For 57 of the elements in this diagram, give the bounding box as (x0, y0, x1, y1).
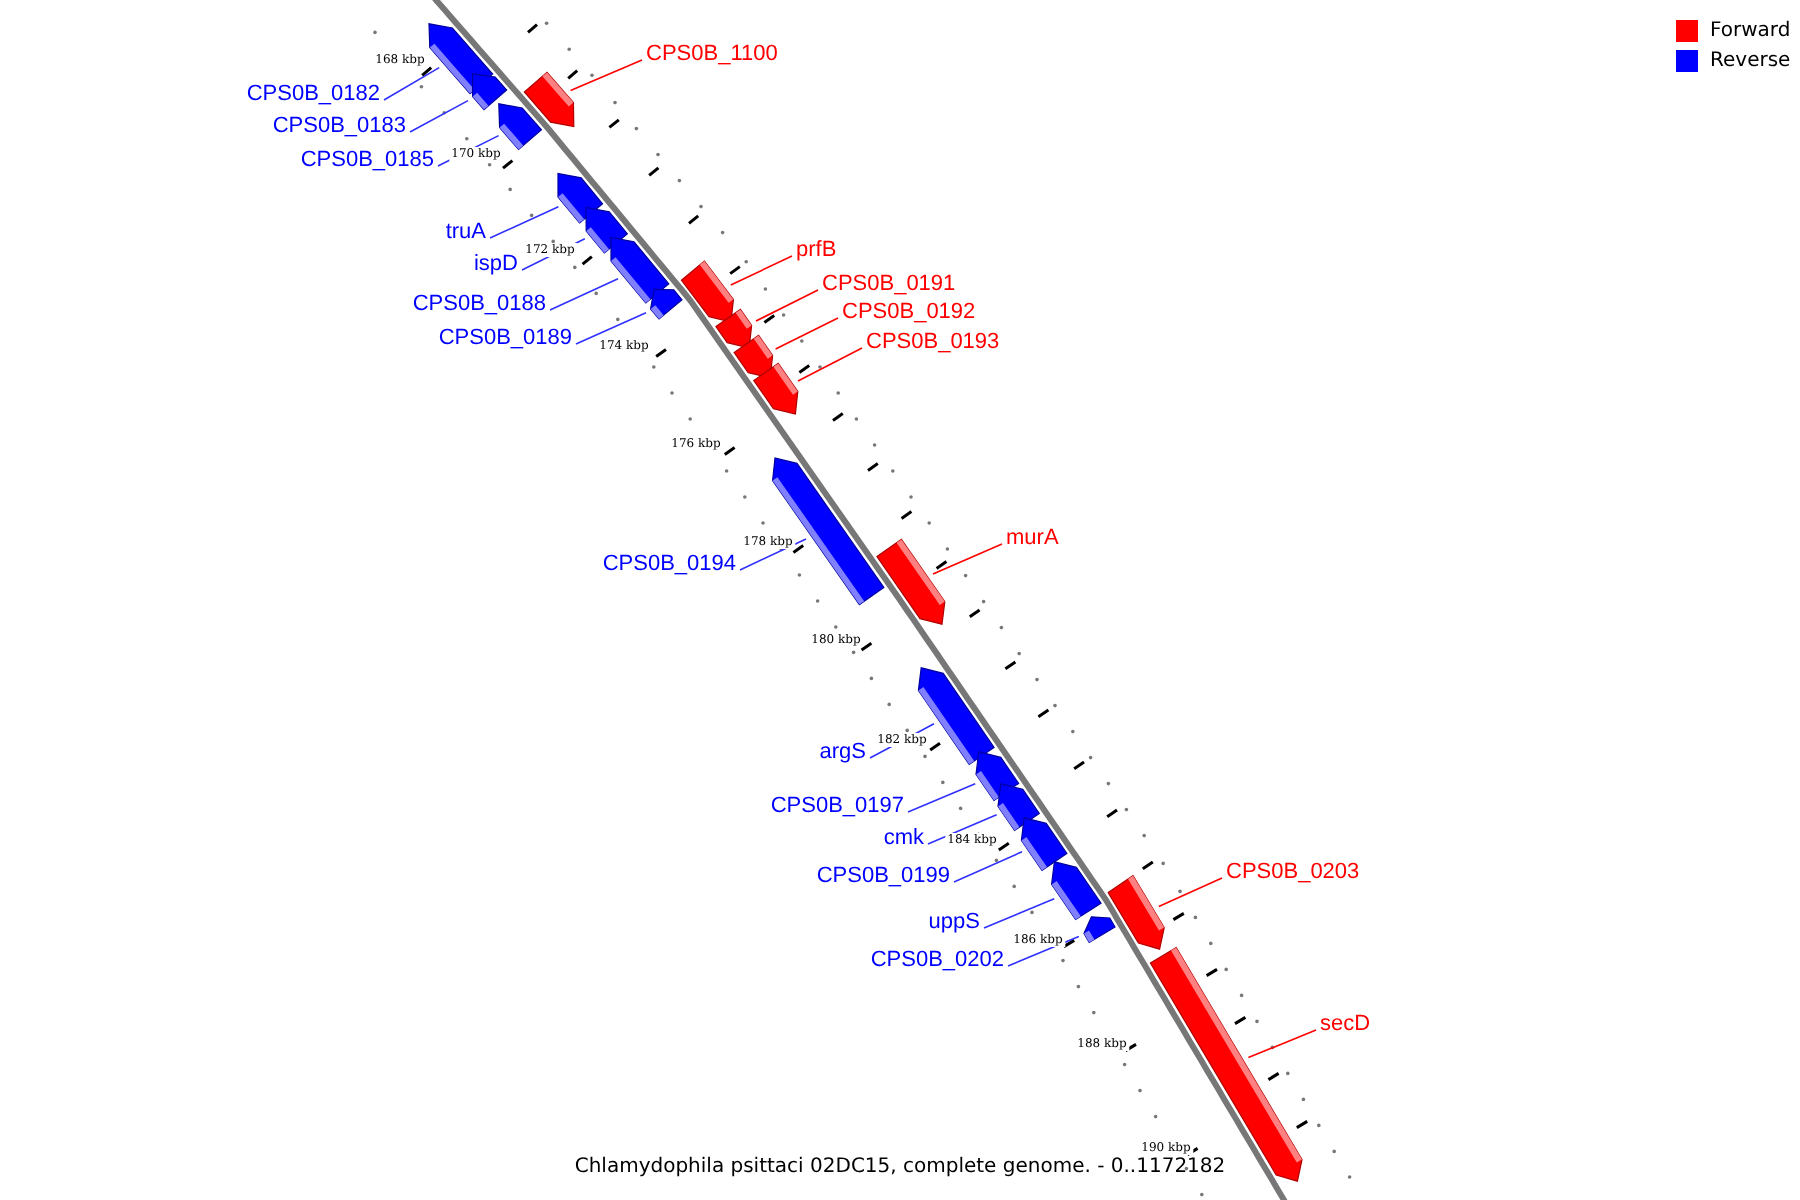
gene-feature (1107, 874, 1165, 950)
gene-label: CPS0B_0185 (300, 148, 434, 174)
leader-line (489, 206, 560, 239)
gene-feature (1020, 817, 1068, 872)
gene-label: CPS0B_0199 (816, 864, 950, 890)
gene-label: argS (819, 740, 866, 766)
leader-line (797, 347, 863, 382)
gene-feature (498, 103, 543, 151)
gene-feature (752, 362, 799, 415)
gene-label: CPS0B_0189 (438, 326, 572, 352)
leader-line (927, 814, 998, 845)
gene-feature (523, 71, 575, 128)
legend-text: Reverse (1710, 50, 1791, 74)
gene-feature (715, 308, 753, 349)
gene-label: CPS0B_0203 (1226, 860, 1360, 886)
gene-label: CPS0B_0191 (822, 272, 956, 298)
gene-label: CPS0B_0192 (842, 300, 976, 326)
legend-text: Forward (1710, 20, 1791, 44)
gene-feature (771, 457, 885, 606)
gene-label: CPS0B_0193 (866, 330, 1000, 356)
gene-label: CPS0B_0202 (870, 948, 1004, 974)
caption: Chlamydophila psittaci 02DC15, complete genome. - 0..1172182 (574, 1156, 1226, 1180)
gene-feature (1050, 861, 1102, 921)
gene-label: prfB (796, 238, 837, 264)
gene-feature (1083, 916, 1116, 944)
leader-line (932, 543, 1003, 575)
leader-line (383, 66, 440, 101)
gene-label: CPS0B_0183 (272, 114, 406, 140)
gene-feature (649, 288, 683, 320)
gene-label: CPS0B_0194 (602, 552, 736, 578)
leader-line (569, 59, 643, 92)
leader-line (983, 898, 1055, 929)
leader-line (730, 255, 793, 286)
leader-line (774, 317, 839, 350)
gene-feature (876, 538, 946, 625)
gene-label: truA (445, 220, 486, 246)
gene-feature (472, 73, 508, 111)
gene-label: murA (1006, 526, 1059, 552)
leader-line (575, 312, 647, 345)
leader-line (549, 278, 619, 311)
gene-label: secD (1320, 1012, 1371, 1038)
leader-line (1247, 1029, 1317, 1059)
leader-line (1158, 877, 1223, 908)
gene-label: CPS0B_0188 (412, 292, 546, 318)
gene-label: ispD (473, 252, 518, 278)
leader-line (907, 783, 976, 813)
leader-line (409, 99, 469, 133)
leader-line (755, 289, 819, 322)
gene-label: CPS0B_1100 (646, 42, 778, 68)
gene-label: uppS (928, 910, 980, 936)
gene-feature (733, 334, 774, 379)
gene-feature (680, 260, 735, 323)
leader-line (739, 538, 807, 571)
gene-label: cmk (883, 826, 924, 852)
gene-label: CPS0B_0197 (770, 794, 904, 820)
gene-label: CPS0B_0182 (246, 82, 380, 108)
leader-line (953, 851, 1023, 883)
